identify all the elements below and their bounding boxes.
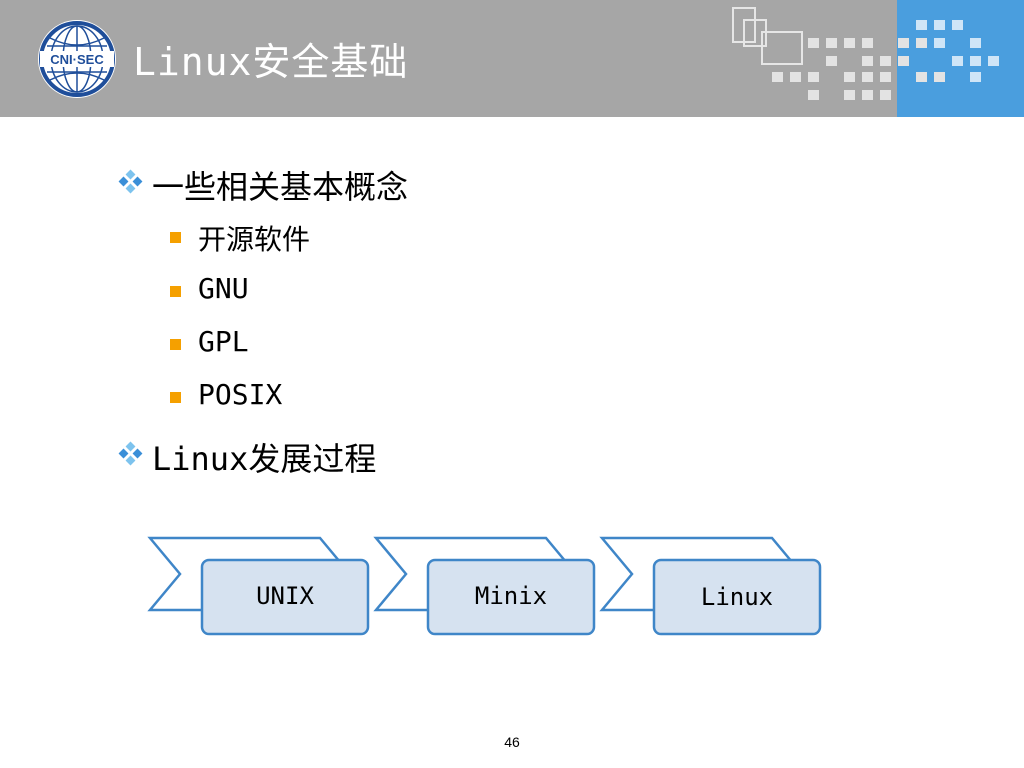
step-label-minix: Minix [474,582,548,610]
list-item: 开源软件 [198,223,311,256]
title-bar: CNI·SEC Linux安全基础 [0,0,1024,117]
step-box-2 [426,558,596,636]
svg-text:CNI·SEC: CNI·SEC [50,52,104,67]
square-bullet-icon [170,392,181,403]
section-heading-concepts: 一些相关基本概念 [152,162,408,208]
list-item: GNU [198,272,249,305]
section-heading-linux-history: Linux发展过程 [152,434,376,480]
slide-title: Linux安全基础 [133,40,409,84]
diamond-bullet-icon [118,441,143,466]
square-bullet-icon [170,339,181,350]
process-diagram-shapes [147,536,822,636]
step-label-linux: Linux [700,583,774,611]
square-bullet-icon [170,232,181,243]
square-bullet-icon [170,286,181,297]
step-box-1 [200,558,370,636]
process-diagram: UNIX Minix Linux [140,530,840,650]
section-heading-label: Linux发展过程 [152,440,377,478]
step-box-3 [652,558,822,636]
cnisec-logo-icon: CNI·SEC [38,20,116,98]
pixel-pattern-decoration [732,7,999,100]
list-item: GPL [198,325,249,358]
list-item: POSIX [198,378,283,411]
section-heading-label: 一些相关基本概念 [152,168,409,206]
diamond-bullet-icon [118,169,143,194]
page-number: 46 [504,734,520,750]
step-label-unix: UNIX [256,582,314,610]
